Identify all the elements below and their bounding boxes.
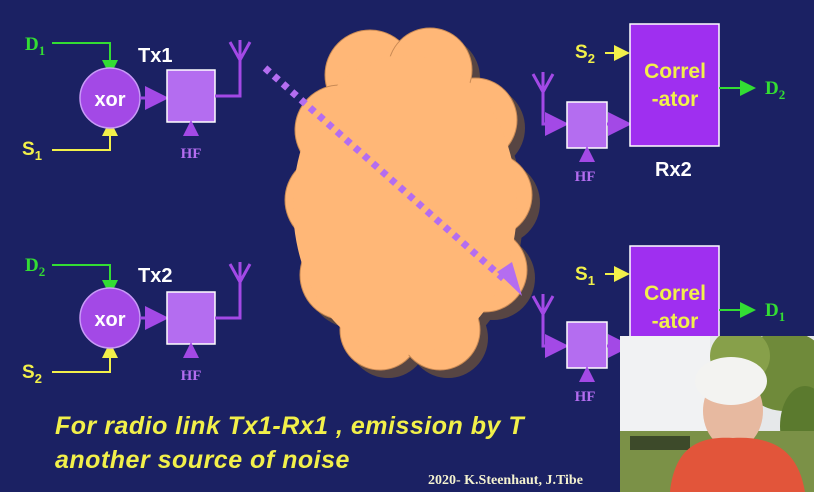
tx1-data-label: D1 [25,34,45,58]
tx1-modulator-box [166,69,216,123]
rx2-correlator-line1: Correl [644,60,706,83]
rx2-output-label: D2 [765,78,785,102]
tx1-hf-label: HF [181,146,202,162]
tx1-antenna-icon [228,40,252,61]
rx2-correlator-line2: -ator [652,88,699,111]
rx2-name: Rx2 [655,159,692,181]
presenter-webcam [620,336,814,492]
tx2-modulator-box [166,291,216,345]
rx1-demod-box [566,321,608,369]
tx2-antenna-icon [228,262,252,283]
rx2-demod-box [566,101,608,149]
rx1-correlator-line1: Correl [644,282,706,305]
tx1-name: Tx1 [138,45,172,67]
interference-path [262,65,522,296]
rx2-antenna-icon [531,72,555,93]
rx2-hf-label: HF [575,169,596,185]
transmitter-1: D1 S1 xor Tx1 HF [22,34,252,163]
tx2-hf-label: HF [181,368,202,384]
rx1-correlator-line2: -ator [652,310,699,333]
rx2-correlator-box [629,23,720,147]
rx1-hf-label: HF [575,389,596,405]
rx1-output-label: D1 [765,300,785,324]
tx1-xor-label: xor [94,89,125,111]
receiver-2: HF Correl -ator S2 D2 Rx2 [531,23,785,185]
credit-footer: 2020- K.Steenhaut, J.Tibe [428,473,583,488]
tx2-data-label: D2 [25,255,45,279]
tx2-code-label: S2 [22,362,42,386]
caption-line-2: another source of noise [55,446,350,474]
caption-line-1: For radio link Tx1-Rx1 , emission by T [55,412,525,440]
transmitter-2: D2 S2 xor Tx2 HF [22,255,252,386]
rx1-antenna-icon [531,294,555,315]
tx2-name: Tx2 [138,265,172,287]
tx1-code-label: S1 [22,139,42,163]
noise-cloud [284,27,540,378]
rx2-code-label: S2 [575,42,595,66]
rx1-code-label: S1 [575,264,595,288]
tx2-xor-label: xor [94,309,125,331]
